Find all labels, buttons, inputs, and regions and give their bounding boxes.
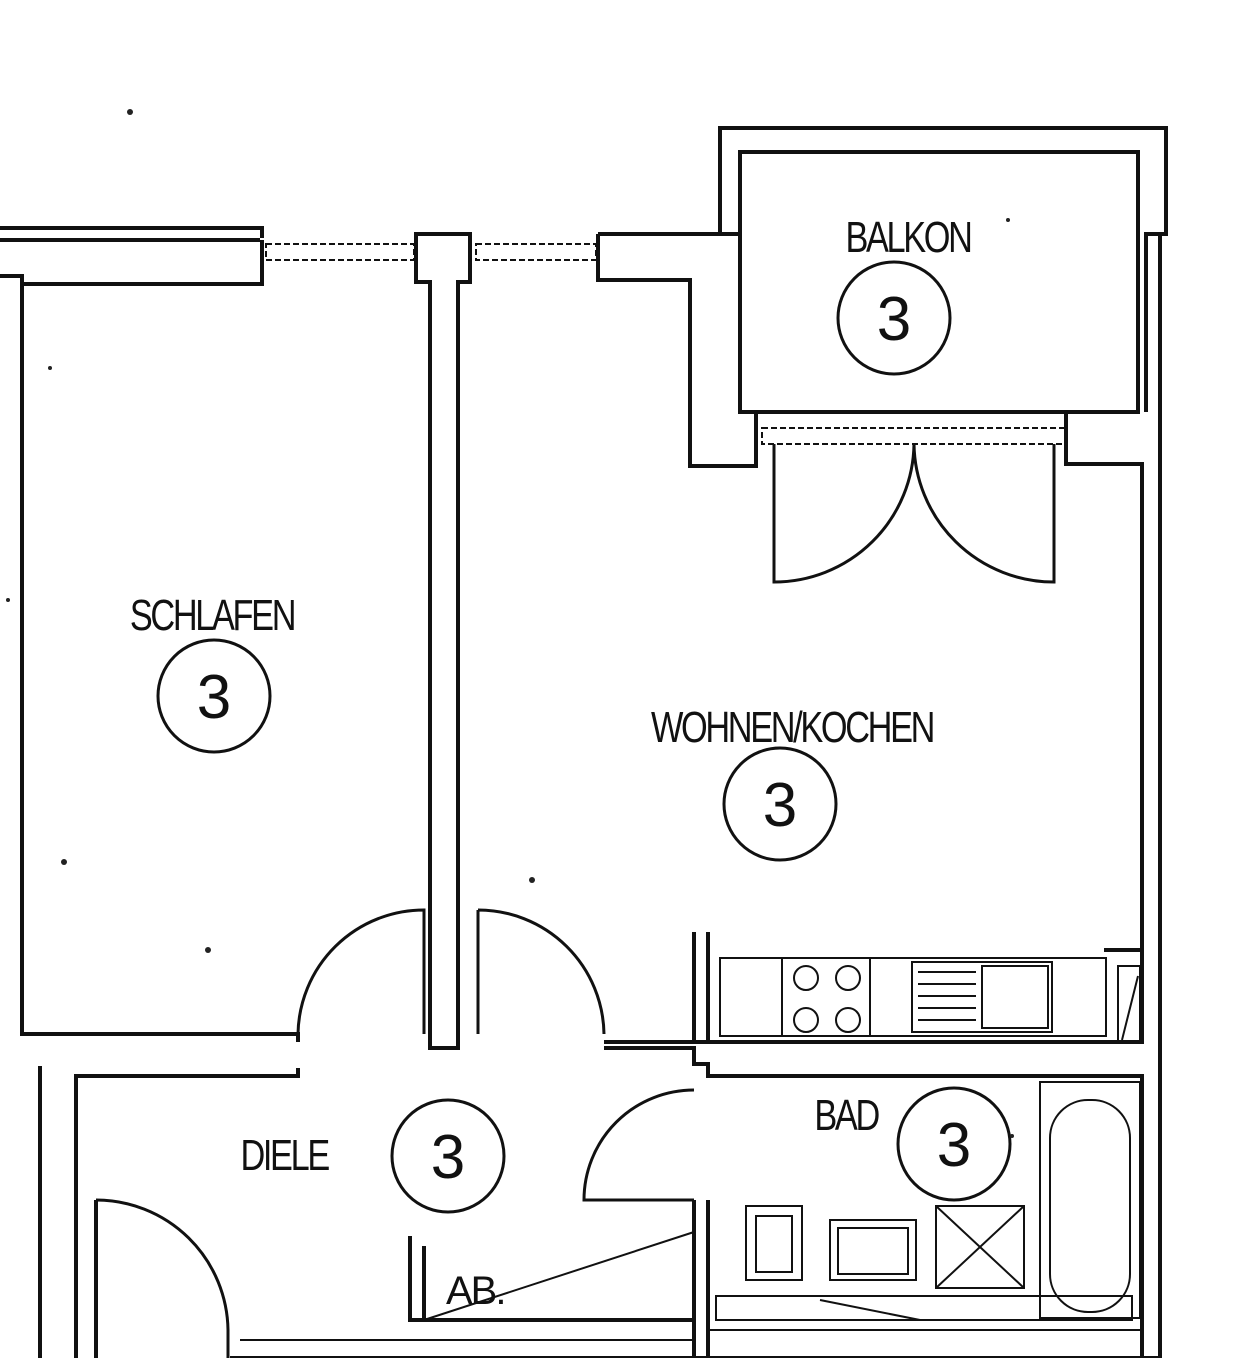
room-number-diele: 3	[431, 1123, 465, 1192]
room-wohnen-kochen: WOHNEN/KOCHEN 3	[651, 703, 936, 862]
room-number-circle	[836, 260, 952, 376]
bathroom-fixtures	[715, 1081, 1141, 1321]
room-number-balkon: 3	[877, 285, 911, 354]
room-number-bad: 3	[937, 1111, 971, 1180]
room-diele: DIELE 3	[240, 1098, 506, 1214]
room-number-schlafen: 3	[197, 663, 231, 732]
room-number-circle	[390, 1098, 506, 1214]
room-schlafen: SCHLAFEN 3	[130, 591, 297, 754]
room-number-circle	[156, 638, 272, 754]
room-number-wohnen-kochen: 3	[763, 771, 797, 840]
interior-walls	[240, 932, 1144, 1358]
room-label-diele: DIELE	[240, 1131, 329, 1180]
fridge-icon	[1117, 965, 1141, 1043]
room-bad: BAD 3	[814, 1086, 1012, 1202]
doors	[95, 443, 1056, 1358]
kitchen-counter	[719, 957, 1141, 1043]
room-label-balkon: BALKON	[845, 213, 970, 262]
outer-walls	[0, 126, 1168, 1358]
room-number-circle	[896, 1086, 1012, 1202]
room-label-wohnen-kochen: WOHNEN/KOCHEN	[651, 703, 933, 752]
room-label-schlafen: SCHLAFEN	[130, 591, 294, 640]
room-label-bad: BAD	[814, 1091, 879, 1140]
shaft-icon	[935, 1205, 1025, 1289]
room-balkon: BALKON 3	[836, 213, 973, 376]
sink-icon	[911, 961, 1053, 1033]
stove-icon	[781, 957, 871, 1037]
room-number-circle	[722, 746, 838, 862]
toilet-icon	[745, 1205, 803, 1281]
scan-specks	[6, 109, 1014, 1138]
bathtub-icon	[1049, 1099, 1131, 1313]
room-abstellraum: AB.	[446, 1269, 506, 1313]
washbasin-icon	[829, 1219, 917, 1281]
room-label-abstellraum: AB.	[446, 1269, 504, 1313]
